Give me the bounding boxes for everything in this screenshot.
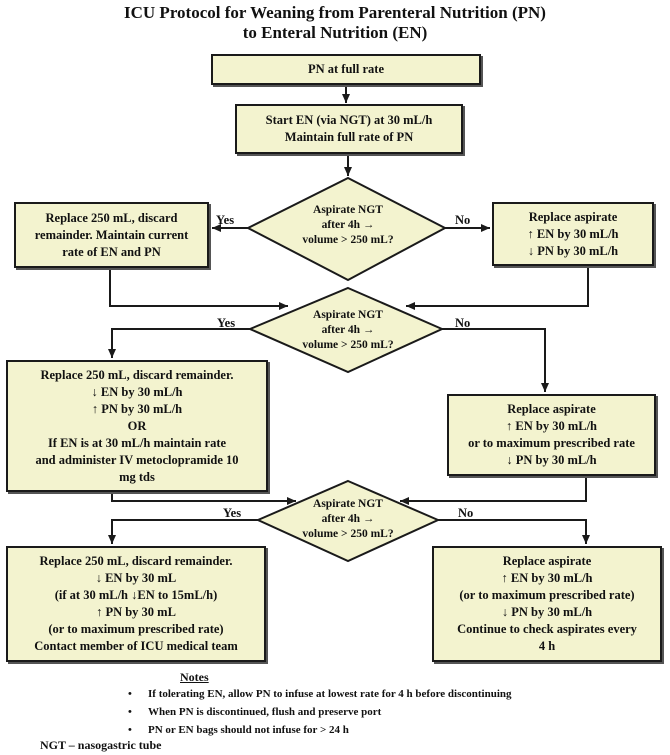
decision-2-line-2: after 4h →	[321, 324, 375, 336]
round-2-yes-line-3: ↑ PN by 30 mL/h	[91, 401, 183, 416]
decision-1-yes-label: Yes	[216, 213, 235, 227]
note-item: If tolerating EN, allow PN to infuse at …	[122, 685, 512, 703]
decision-diamond-1	[245, 176, 448, 282]
notes-list: If tolerating EN, allow PN to infuse at …	[122, 685, 512, 739]
round-3-yes-action: Replace 250 mL, discard remainder. ↓ EN …	[6, 546, 266, 662]
round-3-yes-line-6: Contact member of ICU medical team	[34, 639, 238, 653]
decision-1-line-1: Aspirate NGT	[313, 204, 383, 216]
round-2-yes-line-5: If EN is at 30 mL/h maintain rate	[47, 435, 227, 450]
round-1-no-line-2: ↑ EN by 30 mL/h	[527, 226, 619, 241]
decision-diamond-3	[255, 479, 441, 563]
round-1-no-line-3: ↓ PN by 30 mL/h	[527, 243, 619, 258]
decision-2-text: Aspirate NGT after 4h → volume > 250 mL?	[288, 308, 408, 353]
decision-3-no-label: No	[458, 506, 474, 520]
note-item: When PN is discontinued, flush and prese…	[122, 703, 512, 721]
round-3-no-line-1: Replace aspirate	[502, 554, 592, 568]
decision-1-text: Aspirate NGT after 4h → volume > 250 mL?	[288, 203, 408, 248]
title-line-2: to Enteral Nutrition (EN)	[242, 23, 428, 42]
round-2-yes-line-4: OR	[127, 418, 147, 433]
round-3-no-line-2: ↑ EN by 30 mL/h	[501, 571, 593, 585]
round-1-yes-line-2: remainder. Maintain current	[34, 227, 189, 242]
round-3-no-line-3: (or to maximum prescribed rate)	[459, 588, 635, 602]
decision-1-line-3: volume > 250 mL?	[302, 234, 394, 246]
round-2-no-action: Replace aspirate ↑ EN by 30 mL/h or to m…	[447, 394, 656, 476]
round-2-no-line-3: or to maximum prescribed rate	[468, 436, 635, 450]
decision-diamond-2	[247, 286, 445, 374]
round-2-yes-line-6: and administer IV metoclopramide 10	[35, 452, 239, 467]
round-2-yes-action: Replace 250 mL, discard remainder. ↓ EN …	[6, 360, 268, 492]
decision-2-line-3: volume > 250 mL?	[302, 339, 394, 351]
decision-3-text: Aspirate NGT after 4h → volume > 250 mL?	[288, 497, 408, 542]
round-2-no-line-2: ↑ EN by 30 mL/h	[506, 419, 597, 433]
abbreviation-note: NGT – nasogastric tube	[40, 738, 162, 752]
decision-3-line-2: after 4h →	[321, 513, 375, 525]
step-start-en-line-2: Maintain full rate of PN	[284, 130, 414, 144]
step-pn-full-rate-label: PN at full rate	[307, 62, 385, 76]
round-3-yes-line-3: (if at 30 mL/h ↓EN to 15mL/h)	[54, 588, 218, 602]
step-pn-full-rate: PN at full rate	[211, 54, 481, 85]
round-2-yes-line-2: ↓ EN by 30 mL/h	[91, 384, 183, 399]
round-3-yes-line-5: (or to maximum prescribed rate)	[48, 622, 224, 636]
round-1-yes-line-3: rate of EN and PN	[62, 244, 161, 259]
round-2-yes-line-1: Replace 250 mL, discard remainder.	[40, 367, 234, 382]
decision-1-no-label: No	[455, 213, 471, 227]
round-2-yes-line-7: mg tds	[119, 469, 155, 484]
decision-2-line-1: Aspirate NGT	[313, 309, 383, 321]
step-start-en-line-1: Start EN (via NGT) at 30 mL/h	[265, 113, 433, 127]
round-3-yes-line-4: ↑ PN by 30 mL	[96, 605, 176, 619]
round-3-no-line-5: Continue to check aspirates every	[457, 622, 637, 636]
round-3-no-line-6: 4 h	[538, 639, 556, 653]
round-3-no-line-4: ↓ PN by 30 mL/h	[501, 605, 593, 619]
decision-1-line-2: after 4h →	[321, 219, 375, 231]
round-3-yes-line-1: Replace 250 mL, discard remainder.	[39, 554, 233, 568]
step-start-en: Start EN (via NGT) at 30 mL/h Maintain f…	[235, 104, 463, 154]
round-3-no-action: Replace aspirate ↑ EN by 30 mL/h (or to …	[432, 546, 662, 662]
round-1-yes-action: Replace 250 mL, discard remainder. Maint…	[14, 202, 209, 268]
notes-heading: Notes	[180, 670, 209, 684]
round-1-no-line-1: Replace aspirate	[528, 209, 618, 224]
note-item: PN or EN bags should not infuse for > 24…	[122, 721, 512, 739]
decision-2-no-label: No	[455, 316, 471, 330]
decision-3-yes-label: Yes	[223, 506, 242, 520]
decision-3-line-1: Aspirate NGT	[313, 498, 383, 510]
round-1-no-action: Replace aspirate ↑ EN by 30 mL/h ↓ PN by…	[492, 202, 654, 266]
decision-2-yes-label: Yes	[217, 316, 236, 330]
round-3-yes-line-2: ↓ EN by 30 mL	[95, 571, 177, 585]
round-2-no-line-1: Replace aspirate	[507, 402, 596, 416]
round-1-yes-line-1: Replace 250 mL, discard	[45, 210, 178, 225]
title-line-1: ICU Protocol for Weaning from Parenteral…	[124, 3, 546, 22]
decision-3-line-3: volume > 250 mL?	[302, 528, 394, 540]
round-2-no-line-4: ↓ PN by 30 mL/h	[506, 453, 597, 467]
